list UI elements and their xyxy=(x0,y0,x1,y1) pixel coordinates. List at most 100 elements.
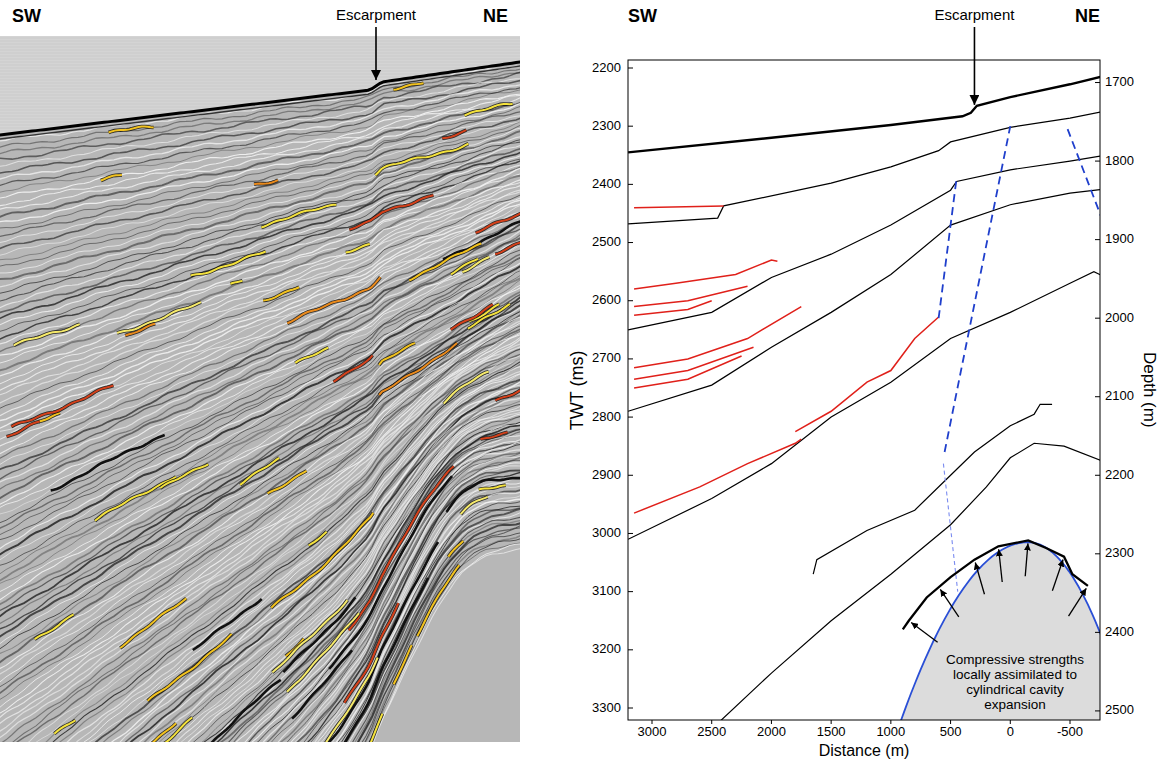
direction-label: SW xyxy=(628,6,657,27)
strong-reflector xyxy=(292,650,352,718)
amplitude-highlight xyxy=(379,343,457,395)
red-reflector xyxy=(634,260,777,289)
water-noise xyxy=(0,71,520,72)
seismic-reflector xyxy=(0,533,520,742)
amplitude-highlight xyxy=(287,277,380,323)
amplitude-highlight xyxy=(448,541,463,557)
tick-label: 2300 xyxy=(1105,546,1134,561)
fault-trace xyxy=(945,126,1011,452)
seismic-reflector xyxy=(0,544,520,742)
seismic-reflector xyxy=(0,85,520,180)
amplitude-highlight xyxy=(461,497,488,514)
amplitude-highlight xyxy=(268,471,307,494)
amplitude-outline xyxy=(286,639,304,657)
seismic-reflector xyxy=(0,478,520,742)
amplitude-highlight xyxy=(476,184,520,232)
tick-label: 2800 xyxy=(592,410,621,425)
seismic-reflector xyxy=(0,444,520,742)
amplitude-outline xyxy=(89,723,176,742)
feature-label: Escarpment xyxy=(934,6,1014,23)
callout-arrows xyxy=(376,27,1086,642)
tick-label: 1700 xyxy=(1105,75,1134,90)
seismic-reflector xyxy=(0,125,520,269)
amplitude-highlight xyxy=(148,634,232,701)
seismic-reflector xyxy=(0,528,520,742)
tick-label: 2200 xyxy=(1105,468,1134,483)
amplitude-outline xyxy=(321,658,378,742)
amplitude-outline xyxy=(451,259,478,275)
strong-reflector xyxy=(193,599,262,650)
amplitude-highlight xyxy=(11,385,113,426)
axis-tick xyxy=(628,126,633,127)
tick-label: 2200 xyxy=(592,61,621,76)
tick-label: 1500 xyxy=(817,725,846,740)
tick-label: 0 xyxy=(1007,725,1014,740)
seismic-reflector xyxy=(0,185,520,392)
cavity-region xyxy=(885,542,1100,720)
amplitude-highlight xyxy=(240,458,279,485)
seismic-reflector xyxy=(0,471,520,742)
amplitude-outline xyxy=(409,243,481,280)
seismic-section xyxy=(0,36,520,742)
axis-tick xyxy=(628,68,633,69)
axis-tick xyxy=(771,720,772,724)
amplitude-highlight xyxy=(295,348,328,363)
amplitude-outline xyxy=(328,714,382,742)
axis-tick xyxy=(1010,720,1011,724)
axis-tick xyxy=(628,591,633,592)
axis-tick xyxy=(628,708,633,709)
amplitude-outline xyxy=(14,324,80,345)
seismic-reflector xyxy=(0,331,520,704)
seismic-reflector xyxy=(0,118,520,250)
amplitude-outline xyxy=(240,458,279,485)
amplitude-outline xyxy=(442,130,466,138)
water-noise xyxy=(0,50,520,51)
tick-label: 2400 xyxy=(1105,625,1134,640)
seismic-reflector xyxy=(0,490,520,742)
seismic-reflector xyxy=(0,165,520,346)
amplitude-outline xyxy=(261,205,336,228)
axis-tick xyxy=(711,720,712,724)
water-noise xyxy=(0,65,520,66)
seismic-reflector xyxy=(0,463,520,742)
direction-label: NE xyxy=(483,6,508,27)
red-reflector xyxy=(634,301,712,316)
amplitude-outline xyxy=(344,603,398,703)
axis-title: Distance (m) xyxy=(819,742,910,760)
seismic-reflector xyxy=(0,179,520,378)
fault-trace xyxy=(939,179,957,319)
amplitude-outline xyxy=(268,471,307,494)
axis-tick xyxy=(1095,161,1100,162)
interpretation-plot xyxy=(628,76,1100,720)
pressure-arrow xyxy=(1052,560,1063,591)
seismic-reflector xyxy=(0,549,520,742)
seafloor-reflector xyxy=(0,61,520,135)
red-reflector xyxy=(634,347,753,379)
seismic-reflector xyxy=(0,80,520,175)
seafloor-horizon xyxy=(628,76,1100,153)
seismic-reflector xyxy=(0,168,520,358)
tick-label: 2600 xyxy=(592,293,621,308)
tick-label: 2000 xyxy=(1105,311,1134,326)
axis-tick xyxy=(1095,553,1100,554)
pressure-arrow xyxy=(999,549,1003,582)
amplitude-highlight xyxy=(35,614,74,639)
seismic-reflector xyxy=(0,373,520,742)
escarpment-arrow xyxy=(974,27,976,105)
escarpment-arrow xyxy=(375,27,377,80)
amplitude-outline xyxy=(495,349,520,401)
seismic-reflector xyxy=(0,486,520,742)
seismic-reflector xyxy=(0,506,520,742)
seismic-reflector xyxy=(0,495,520,742)
strong-reflector xyxy=(51,435,165,491)
interpreted-horizon xyxy=(709,443,1100,720)
amplitude-outline xyxy=(349,466,454,630)
seismic-reflector xyxy=(0,354,520,742)
tick-label: 3200 xyxy=(592,642,621,657)
axis-tick xyxy=(1095,475,1100,476)
callout-box: Compressive strengths locally assimilate… xyxy=(935,652,1095,712)
tick-label: 2500 xyxy=(592,235,621,250)
amplitude-highlight xyxy=(96,718,192,742)
tick-label: 3100 xyxy=(592,584,621,599)
strong-reflector xyxy=(283,597,355,672)
